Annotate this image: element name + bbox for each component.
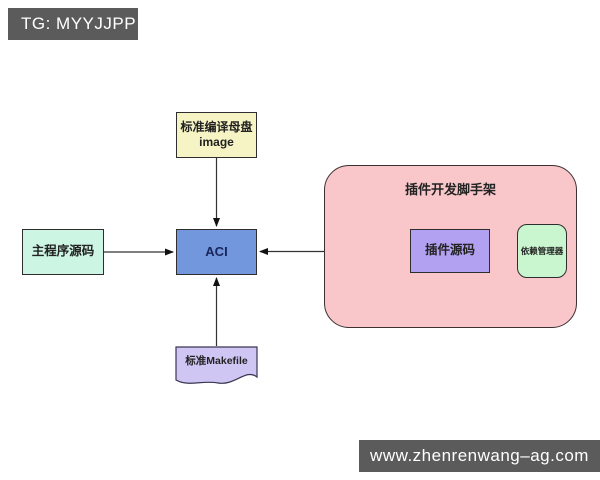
node-master-image-label-line1: 标准编译母盘 [180, 120, 253, 134]
node-main-source-label: 主程序源码 [31, 244, 95, 259]
node-master-image: 标准编译母盘 image [176, 112, 257, 158]
node-plugin-source-label: 插件源码 [424, 243, 475, 258]
node-dependency-manager-label: 依赖管理器 [520, 245, 564, 256]
node-makefile-label: 标准Makefile [185, 355, 248, 367]
node-plugin-source: 插件源码 [410, 229, 490, 273]
scaffold-container-title: 插件开发脚手架 [404, 182, 496, 197]
watermark-bar: www.zhenrenwang–ag.com [359, 440, 600, 472]
node-aci-label: ACI [205, 243, 228, 259]
tg-badge-label: TG: MYYJJPP [21, 14, 137, 33]
node-dependency-manager: 依赖管理器 [517, 224, 567, 278]
document-shape-icon [175, 346, 258, 384]
node-makefile: 标准Makefile [175, 346, 258, 388]
node-aci: ACI [176, 229, 257, 275]
node-main-source: 主程序源码 [22, 229, 104, 275]
tg-badge: TG: MYYJJPP [8, 8, 138, 40]
watermark-label: www.zhenrenwang–ag.com [370, 446, 589, 465]
node-master-image-label-line2: image [199, 135, 234, 149]
